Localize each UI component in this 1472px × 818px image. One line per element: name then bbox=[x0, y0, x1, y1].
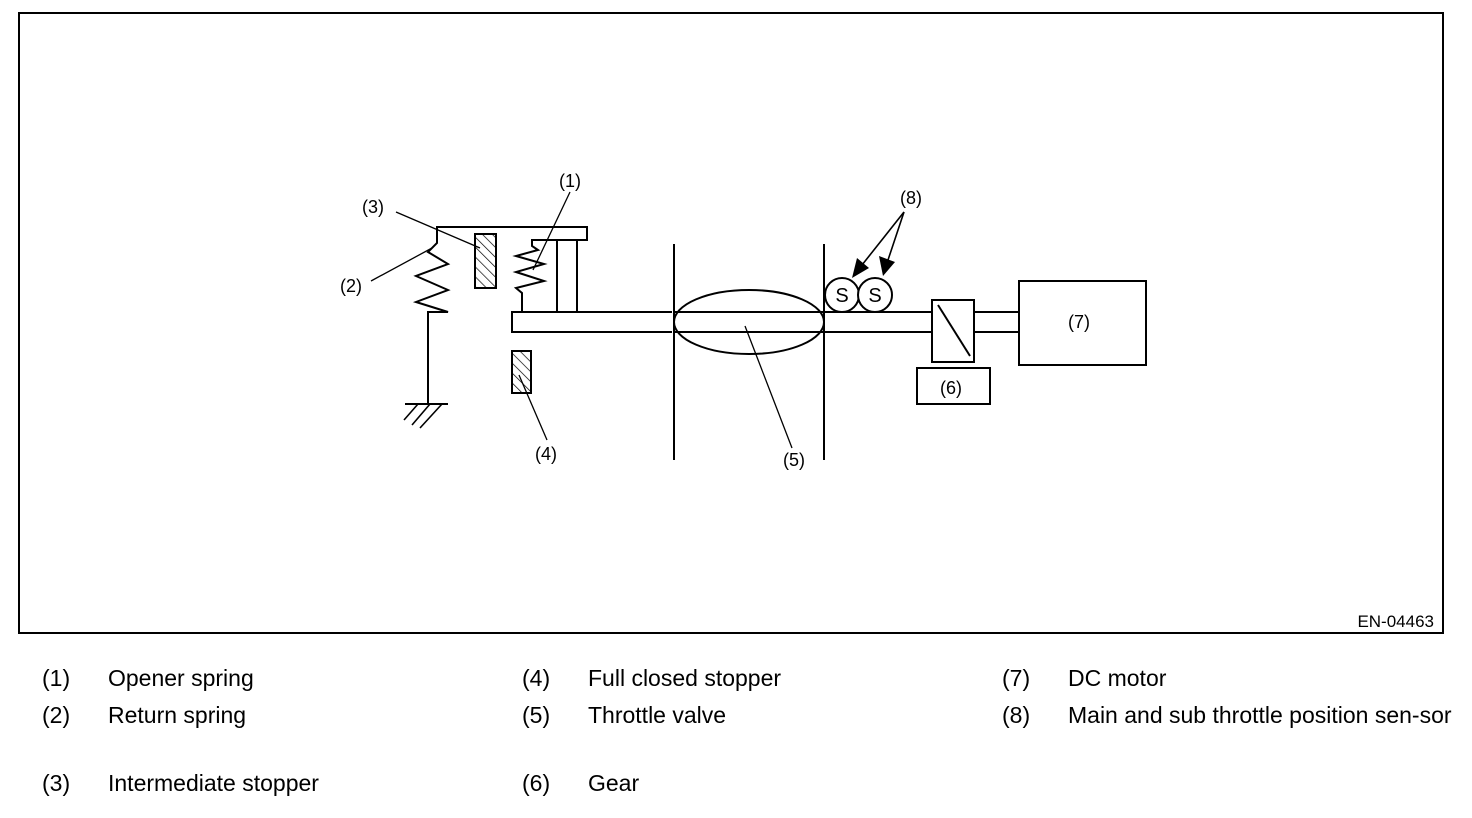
full-closed-stopper bbox=[511, 350, 532, 394]
diagram-frame bbox=[18, 12, 1444, 634]
legend-label: Full closed stopper bbox=[588, 665, 782, 691]
legend-number: (7) bbox=[1002, 665, 1031, 691]
callout-2: (2) bbox=[340, 276, 362, 296]
dc-motor-box bbox=[1018, 280, 1147, 366]
sensor-arrows bbox=[852, 211, 905, 278]
callout-4: (4) bbox=[535, 444, 557, 464]
return-spring bbox=[412, 228, 451, 404]
legend-number: (8) bbox=[1002, 702, 1031, 728]
legend-number: (1) bbox=[42, 665, 71, 691]
legend-number: (5) bbox=[522, 702, 551, 728]
svg-text:S: S bbox=[835, 285, 848, 307]
legend-number: (3) bbox=[42, 770, 71, 796]
callout-5: (5) bbox=[783, 450, 805, 470]
sensor-main: S bbox=[824, 277, 860, 313]
svg-text:S: S bbox=[868, 285, 881, 307]
legend-label: Return spring bbox=[108, 702, 247, 728]
legend-number: (4) bbox=[522, 665, 551, 691]
legend-label: Intermediate stopper bbox=[108, 770, 319, 796]
figure-id: EN-04463 bbox=[1357, 612, 1434, 631]
callout-8: (8) bbox=[900, 188, 922, 208]
callout-3: (3) bbox=[362, 197, 384, 217]
legend-label: Gear bbox=[588, 770, 640, 796]
legend-label: DC motor bbox=[1068, 665, 1167, 691]
callout-1: (1) bbox=[559, 171, 581, 191]
legend-number: (6) bbox=[522, 770, 551, 796]
legend-number: (2) bbox=[42, 702, 71, 728]
intermediate-stopper bbox=[474, 233, 497, 289]
callout-6: (6) bbox=[940, 378, 962, 398]
opener-spring bbox=[512, 239, 672, 313]
leader-lines bbox=[370, 191, 793, 449]
gear-coupling bbox=[931, 299, 975, 363]
sensor-sub: S bbox=[857, 277, 893, 313]
legend-label: Opener spring bbox=[108, 665, 254, 691]
legend-label: Main and sub throttle position sen-sor bbox=[1068, 702, 1452, 728]
ground-symbol bbox=[403, 403, 448, 429]
gear-box bbox=[916, 367, 991, 405]
legend-label: Throttle valve bbox=[588, 702, 727, 728]
throttle-valve bbox=[673, 289, 825, 355]
callout-7: (7) bbox=[1068, 312, 1090, 332]
